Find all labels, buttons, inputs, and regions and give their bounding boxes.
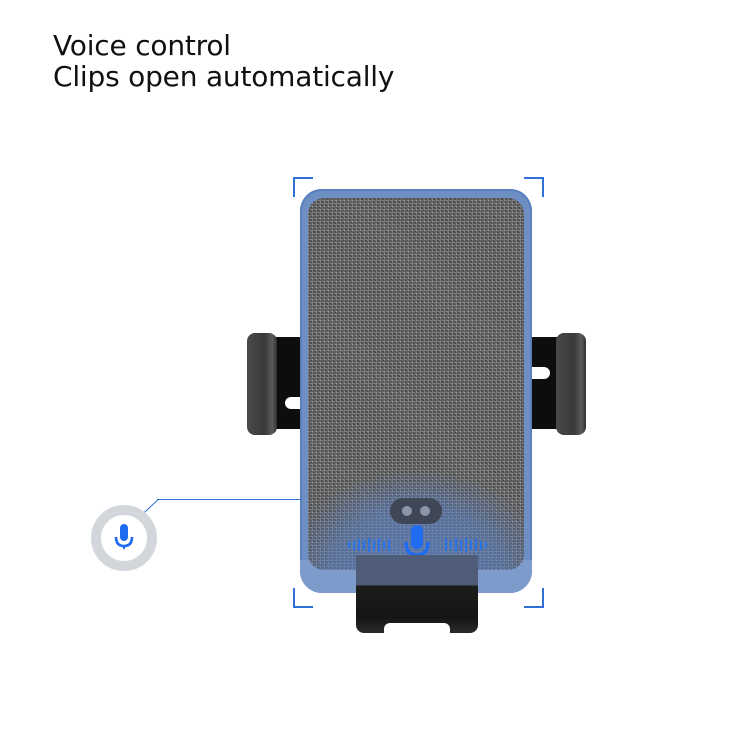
headline-line-2: Clips open automatically [53, 60, 395, 93]
corner-bracket-top-right [524, 177, 544, 197]
arm-slot [526, 367, 550, 379]
holder-foot [356, 555, 478, 633]
corner-bracket-bottom-right [524, 588, 544, 608]
right-clamp-pad [556, 333, 586, 435]
foot-notch [384, 623, 450, 633]
left-clamp-pad [247, 333, 277, 435]
headline-line-1: Voice control [53, 29, 231, 62]
callout-line [157, 499, 301, 500]
sensor-dot [420, 506, 430, 516]
sensor [390, 498, 442, 524]
fabric-pad [308, 198, 524, 570]
voice-callout-badge [91, 505, 157, 571]
corner-bracket-top-left [293, 177, 313, 197]
corner-bracket-bottom-left [293, 588, 313, 608]
sensor-dot [402, 506, 412, 516]
headline: Voice control Clips open automatically [53, 30, 394, 92]
sound-wave-icon [445, 538, 487, 552]
microphone-icon [114, 524, 134, 550]
sound-wave-icon [348, 538, 390, 552]
